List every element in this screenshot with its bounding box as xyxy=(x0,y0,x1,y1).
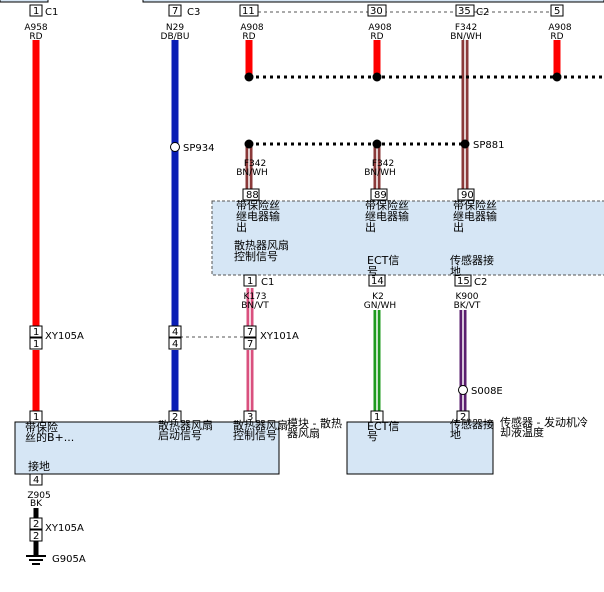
wire-color-label: BK xyxy=(30,499,43,509)
pin-label: 4 xyxy=(172,339,178,350)
wire-color-label: GN/WH xyxy=(364,301,396,311)
wire-color-label: RD xyxy=(242,32,255,42)
pin-label: 2 xyxy=(172,412,178,423)
connector-label: XY105A xyxy=(45,331,84,342)
wire-color-label: RD xyxy=(370,32,383,42)
connector-label: C1 xyxy=(261,277,274,288)
circuit-label: A908 xyxy=(240,23,264,33)
pin-label: 2 xyxy=(33,531,39,542)
pin-label: 90 xyxy=(461,190,474,201)
circuit-label: A908 xyxy=(368,23,392,33)
fused-b-plus-label: 带保险丝的B+... xyxy=(25,420,74,444)
splice-label: S008E xyxy=(471,386,503,397)
connector-label: XY101A xyxy=(260,331,299,342)
ground-id-label: G905A xyxy=(52,554,86,565)
circuit-label: A908 xyxy=(548,23,572,33)
splice-sp881-dot xyxy=(460,139,470,149)
circuit-label: A958 xyxy=(24,23,48,33)
circuit-label: K900 xyxy=(455,292,478,302)
ect-signal-label: ECT信号 xyxy=(367,420,399,443)
fuse-output-label: 带保险丝继电器输出 xyxy=(236,198,280,234)
ground-symbol-icon xyxy=(26,555,46,565)
connector-label: C2 xyxy=(476,7,489,18)
connector-label: C3 xyxy=(187,7,200,18)
circuit-label: K173 xyxy=(243,292,266,302)
fan-control-label: 散热器风扇控制信号 xyxy=(233,418,288,442)
splice-label: SP934 xyxy=(183,143,214,154)
pin-label: 1 xyxy=(33,339,39,350)
connector-label: C1 xyxy=(45,7,58,18)
pin-label: 2 xyxy=(460,412,466,423)
pin-label: 4 xyxy=(33,475,39,486)
splice-dot xyxy=(552,72,562,82)
sensor-ground-label: 传感器接地 xyxy=(450,418,494,441)
circuit-label: Z905 xyxy=(27,491,50,501)
pin-label: 11 xyxy=(242,6,255,17)
pin-label: 3 xyxy=(247,412,253,423)
splice-dot xyxy=(244,72,254,82)
connector-c2-c3-body xyxy=(142,0,604,3)
wire-color-label: BN/WH xyxy=(364,168,396,178)
connector-label: C2 xyxy=(474,277,487,288)
fan-module-box[interactable] xyxy=(14,421,280,475)
ect-sensor-name: 传感器 - 发动机冷却液温度 xyxy=(500,415,588,439)
circuit-label: F342 xyxy=(455,23,477,33)
pin-label: 7 xyxy=(247,339,253,350)
wire-color-label: RD xyxy=(550,32,563,42)
pin-label: 30 xyxy=(370,6,383,17)
connector-label: XY105A xyxy=(45,523,84,534)
pin-label: 1 xyxy=(33,327,39,338)
wire-color-label: BK/VT xyxy=(454,301,481,311)
connector-c1-body xyxy=(0,0,49,3)
splice-dot xyxy=(372,72,382,82)
pin-label: 1 xyxy=(247,276,253,287)
pin-label: 2 xyxy=(33,519,39,530)
pin-label: 5 xyxy=(554,6,560,17)
wire-color-label: DB/BU xyxy=(161,32,190,42)
pin-label: 4 xyxy=(172,327,178,338)
splice-sp934-marker xyxy=(170,142,180,152)
ground-label: 接地 xyxy=(28,460,50,473)
splice-dot xyxy=(244,139,254,149)
wire-color-label: BN/WH xyxy=(450,32,482,42)
circuit-label: N29 xyxy=(166,23,184,33)
pin-label: 1 xyxy=(33,6,39,17)
wire-color-label: RD xyxy=(29,32,42,42)
splice-label: SP881 xyxy=(473,140,504,151)
ect-signal-label: ECT信号 xyxy=(367,254,399,278)
fuse-output-label: 带保险丝继电器输出 xyxy=(453,198,497,234)
pin-label: 89 xyxy=(374,190,387,201)
circuit-label: K2 xyxy=(372,292,384,302)
splice-dot xyxy=(372,139,382,149)
wire-color-label: BN/VT xyxy=(241,301,269,311)
fan-enable-label: 散热器风扇启动信号 xyxy=(158,418,213,442)
sensor-ground-label: 传感器接地 xyxy=(450,254,494,278)
pin-label: 7 xyxy=(247,327,253,338)
circuit-label: F342 xyxy=(244,159,266,169)
pin-label: 15 xyxy=(457,276,470,287)
fan-module-name: 模块 - 散热器风扇 xyxy=(287,416,342,440)
pin-label: 14 xyxy=(371,276,384,287)
pin-boxes xyxy=(29,4,564,542)
pin-label: 1 xyxy=(374,412,380,423)
splice-s008e-marker xyxy=(458,385,468,395)
pin-label: 7 xyxy=(172,6,178,17)
pin-label: 35 xyxy=(458,6,471,17)
fuse-relay-box[interactable] xyxy=(211,200,604,276)
pin-label: 1 xyxy=(33,412,39,423)
circuit-label: F342 xyxy=(372,159,394,169)
pin-label: 88 xyxy=(246,190,259,201)
fuse-output-label: 带保险丝继电器输出 xyxy=(365,198,409,234)
wire-color-label: BN/WH xyxy=(236,168,268,178)
fan-control-label: 散热器风扇控制信号 xyxy=(234,238,289,263)
ect-sensor-box[interactable] xyxy=(346,421,494,475)
